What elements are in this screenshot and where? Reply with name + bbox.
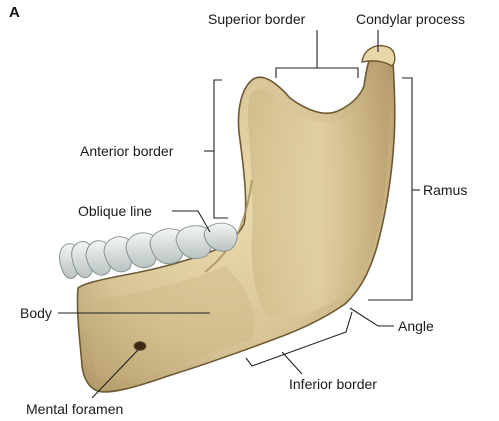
label-angle: Angle: [398, 319, 434, 333]
label-superior-border: Superior border: [208, 12, 305, 26]
angle-leader: [350, 308, 394, 326]
label-anterior-border: Anterior border: [80, 144, 173, 158]
label-body: Body: [20, 306, 52, 320]
ramus-shading: [248, 63, 389, 317]
label-mental-foramen: Mental foramen: [26, 402, 123, 416]
label-oblique-line: Oblique line: [78, 204, 152, 218]
label-inferior-border: Inferior border: [289, 377, 377, 391]
mental-foramen-hole: [134, 342, 146, 351]
inferior-border-leader: [282, 352, 302, 374]
panel-letter: A: [9, 4, 20, 21]
label-condylar-process: Condylar process: [356, 12, 465, 26]
anterior-border-bracket: [214, 80, 228, 218]
superior-border-bracket: [276, 68, 358, 78]
label-ramus: Ramus: [423, 183, 467, 197]
